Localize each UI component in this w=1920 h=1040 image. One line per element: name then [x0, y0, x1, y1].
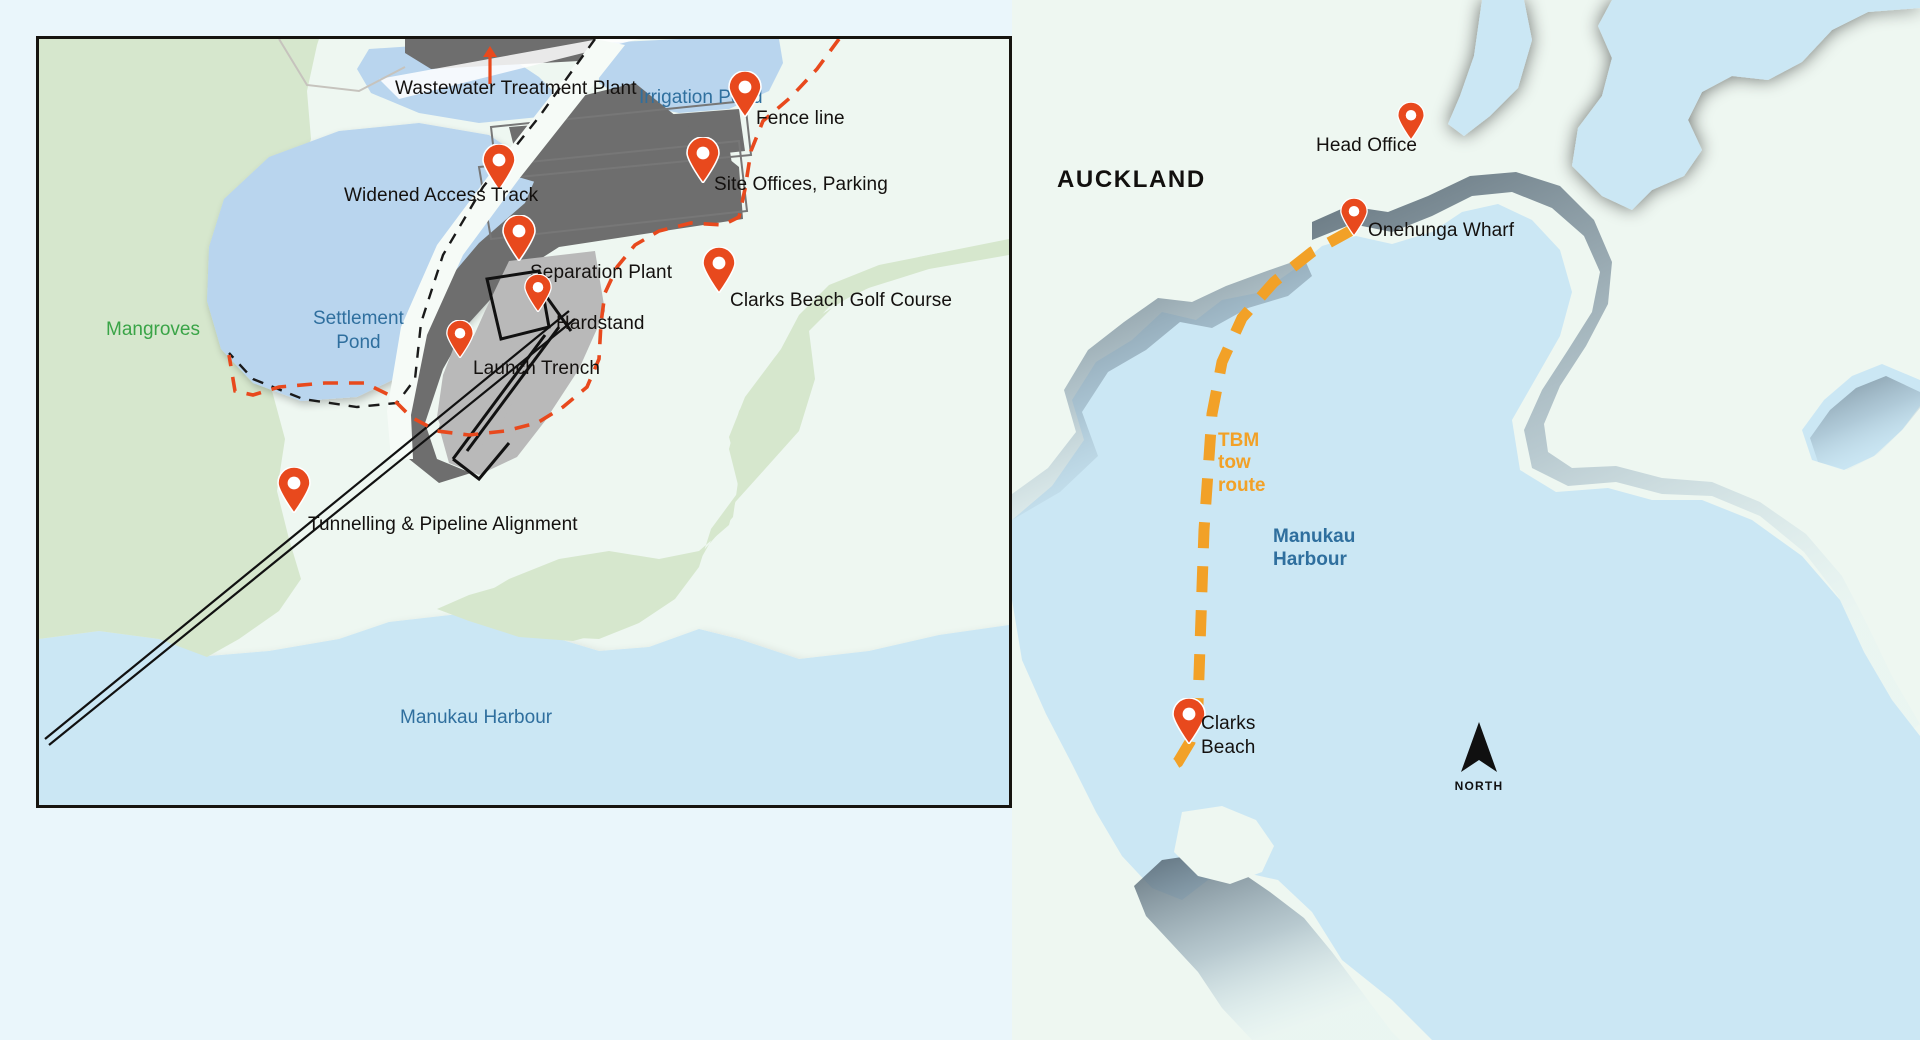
map-pin-tunnelling-pipeline-alignment[interactable]: [277, 467, 311, 513]
north-arrow-label: NORTH: [1454, 779, 1504, 793]
map-pin-onehunga-wharf[interactable]: [1340, 198, 1368, 236]
pipeline-alignment-line-a: [44, 310, 570, 740]
map-pin-fence-line[interactable]: [728, 71, 762, 117]
map-pin-widened-access-track[interactable]: [482, 144, 516, 190]
widened-access-track-surface: [387, 39, 625, 459]
fence-line-dashed: [227, 39, 841, 437]
waitemata-inlet-water: [1572, 0, 1920, 210]
eastern-bay-shade: [1810, 376, 1920, 470]
map-pin-hardstand[interactable]: [524, 274, 552, 312]
onehunga-coastline-shade: [1312, 172, 1920, 730]
map-pin-clarks-beach-golf-course[interactable]: [702, 247, 736, 293]
access-road-north: [379, 39, 639, 99]
detail-map-graphics: [39, 39, 1009, 805]
auckland-overview-map: AUCKLAND Manukau Harbour TBM tow route: [1012, 0, 1920, 1040]
clarks-beach-land: [1174, 806, 1274, 884]
wastewater-treatment-plant-arrow-icon: [481, 46, 499, 84]
site-works-corridor: [393, 83, 743, 483]
map-pin-separation-plant[interactable]: [502, 215, 536, 261]
overview-map-graphics: [1012, 0, 1920, 1040]
tbm-tow-route-line: [1159, 225, 1355, 777]
map-pin-clarks-beach[interactable]: [1172, 698, 1206, 744]
west-coast-shade: [1012, 258, 1312, 520]
boundary-line-nw: [278, 39, 406, 93]
north-arrow: NORTH: [1448, 722, 1510, 793]
vegetation-east-2: [437, 239, 1009, 641]
map-pin-head-office[interactable]: [1397, 102, 1425, 140]
map-pin-launch-trench[interactable]: [446, 320, 474, 358]
map-pin-site-offices-parking[interactable]: [686, 137, 720, 183]
upper-inlet-water: [1448, 0, 1532, 136]
pipeline-alignment-line-b: [48, 318, 576, 746]
hardstand-area-lower: [437, 329, 521, 457]
clarks-beach-peninsula: [1134, 854, 1400, 1040]
launch-trench-end: [452, 442, 511, 482]
launch-trench-edge-a: [465, 326, 561, 452]
north-arrow-icon: [1461, 722, 1497, 772]
detail-site-map: Irrigation Pond Settlement Pond Mangrove…: [36, 36, 1012, 808]
manukau-harbour-water: [39, 614, 1009, 805]
